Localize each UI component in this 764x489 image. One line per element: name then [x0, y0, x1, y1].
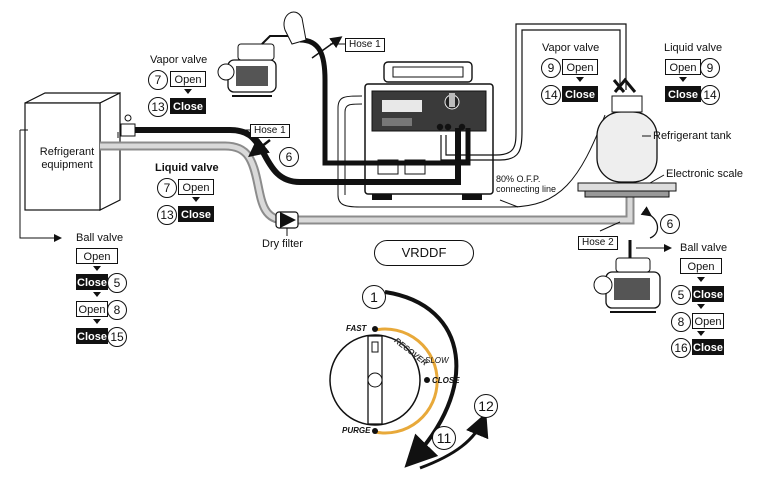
- liquid-valve-right-open: Open: [665, 59, 701, 75]
- ball-valve-left-arrow-2: [93, 292, 101, 297]
- vapor-valve-left-open: Open: [170, 71, 206, 87]
- ball-valve-right-title: Ball valve: [680, 242, 728, 254]
- liquid-valve-left-open: Open: [178, 179, 214, 195]
- ball-valve-right-arrow-2: [697, 304, 705, 309]
- dry-filter-label: Dry filter: [262, 238, 303, 250]
- refrigerant-tank-label: Refrigerant tank: [653, 130, 732, 142]
- dial-fast-label: FAST: [346, 324, 367, 333]
- vapor-valve-right-close-step: 14: [541, 85, 561, 105]
- ball-valve-left-close-1-step: 5: [107, 273, 127, 293]
- vapor-valve-left-close-step: 13: [148, 97, 168, 117]
- recovery-dial: [329, 326, 439, 435]
- ball-valve-right-close-1: Close: [692, 286, 724, 302]
- ofp-line-label: 80% O.F.P. connecting line: [496, 174, 556, 194]
- recovery-machine: [364, 61, 494, 200]
- ball-valve-right-close-2: Close: [692, 339, 724, 355]
- dial-purge-label: PURGE: [342, 426, 371, 435]
- vapor-valve-left-title: Vapor valve: [150, 54, 208, 66]
- electronic-scale: [577, 182, 677, 198]
- ball-valve-right-open: Open: [680, 258, 722, 274]
- vapor-valve-left-open-step: 7: [148, 70, 168, 90]
- vapor-valve-left-arrow: [184, 89, 192, 94]
- ball-valve-left-close-1: Close: [76, 274, 108, 290]
- ball-valve-left-arrow-1: [93, 266, 101, 271]
- ball-valve-right-close-2-step: 16: [671, 338, 691, 358]
- model-label: VRDDF: [374, 240, 474, 266]
- hose-1-top-tag: Hose 1: [345, 38, 385, 52]
- liquid-valve-left-open-step: 7: [157, 178, 177, 198]
- ball-valve-left-arrow-3: [93, 319, 101, 324]
- dial-close-label: CLOSE: [432, 376, 460, 385]
- vacuum-pump-right: [593, 240, 661, 313]
- liquid-valve-right-close: Close: [665, 86, 701, 102]
- liquid-valve-left-arrow: [192, 197, 200, 202]
- liquid-valve-right-close-step: 14: [700, 85, 720, 105]
- ball-valve-left-close-2: Close: [76, 328, 108, 344]
- vacuum-pump-top: [217, 11, 307, 97]
- ball-valve-left-close-2-step: 15: [107, 327, 127, 347]
- liquid-valve-right-open-step: 9: [700, 58, 720, 78]
- hose-1-left-tag: Hose 1: [250, 124, 290, 138]
- dial-step-12: 12: [474, 394, 498, 418]
- dial-step-11: 11: [432, 426, 456, 450]
- ball-valve-right-open-2: Open: [692, 313, 724, 329]
- ofp-line-text-2: connecting line: [496, 184, 557, 194]
- ball-valve-right-arrow-3: [697, 331, 705, 336]
- hose-1-top: [299, 37, 471, 166]
- ball-valve-left-open: Open: [76, 248, 118, 264]
- ball-valve-right-close-1-step: 5: [671, 285, 691, 305]
- refrigerant-equipment-line-1: Refrigerant: [39, 146, 95, 158]
- electronic-scale-label: Electronic scale: [666, 168, 744, 180]
- ball-valve-left-open-2: Open: [76, 301, 108, 317]
- ball-valve-right-open-2-step: 8: [671, 312, 691, 332]
- step-6-hose-right: 6: [660, 214, 680, 234]
- ball-valve-right-arrow-1: [697, 277, 705, 282]
- vapor-valve-right-title: Vapor valve: [542, 42, 600, 54]
- vapor-valve-left-close: Close: [170, 98, 206, 114]
- step-6-hose-left: 6: [279, 147, 299, 167]
- liquid-valve-left-close-step: 13: [157, 205, 177, 225]
- ball-valve-left-open-2-step: 8: [107, 300, 127, 320]
- vapor-valve-right-open-step: 9: [541, 58, 561, 78]
- liquid-valve-right-arrow: [679, 77, 687, 82]
- ofp-line-text-1: 80% O.F.P.: [496, 174, 541, 184]
- vapor-valve-right-arrow: [576, 77, 584, 82]
- liquid-valve-left-close: Close: [178, 206, 214, 222]
- liquid-valve-left-title: Liquid valve: [155, 162, 219, 174]
- vapor-valve-right-close: Close: [562, 86, 598, 102]
- dial-arc-12: [419, 412, 489, 470]
- vapor-valve-right-open: Open: [562, 59, 598, 75]
- refrigerant-tank: [596, 77, 658, 183]
- refrigerant-equipment-box: [24, 92, 121, 211]
- liquid-valve-right-title: Liquid valve: [664, 42, 723, 54]
- hose-2-tag: Hose 2: [578, 236, 618, 250]
- dial-step-1: 1: [362, 285, 386, 309]
- dial-slow-label: SLOW: [425, 356, 449, 365]
- refrigerant-equipment-line-2: equipment: [41, 159, 93, 171]
- ball-valve-left-title: Ball valve: [76, 232, 124, 244]
- refrigerant-equipment-label: Refrigerant equipment: [37, 146, 97, 172]
